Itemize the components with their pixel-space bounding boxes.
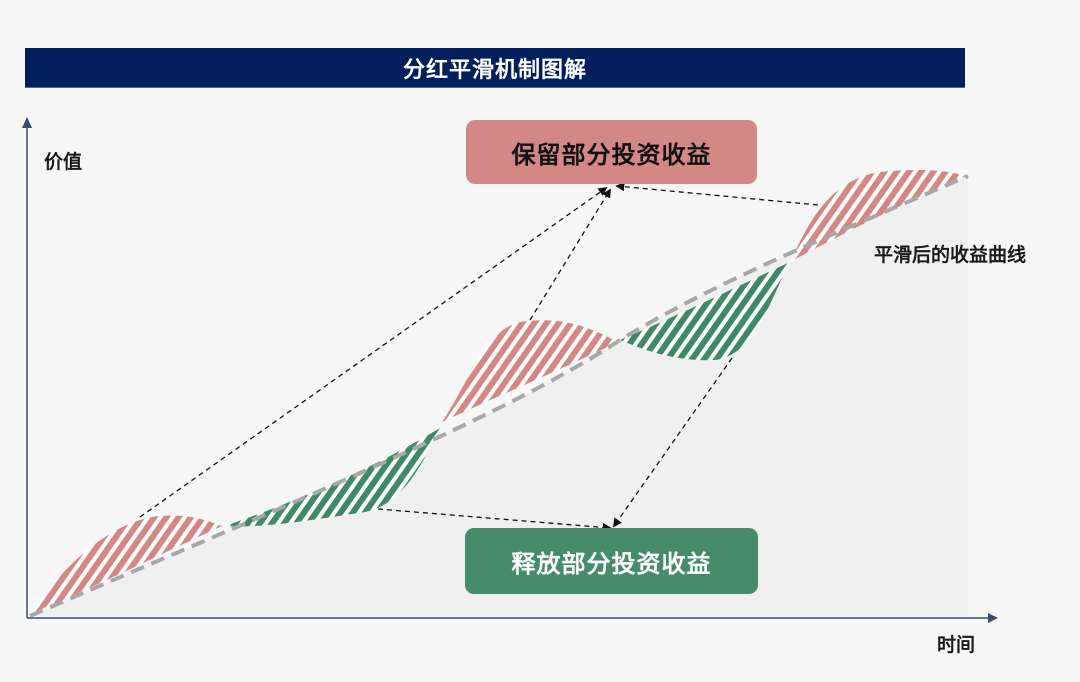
smoothed-return-curve: [29, 174, 969, 618]
release-returns-label: 释放部分投资收益: [511, 549, 712, 578]
retain-region-1: [30, 515, 222, 614]
y-axis-arrow-icon: [22, 117, 32, 128]
retain-returns-label: 保留部分投资收益: [511, 140, 712, 169]
release-region-2: [620, 262, 790, 361]
arrow-release-from-region-1: [377, 508, 612, 532]
smoothed-curve-label: 平滑后的收益曲线: [874, 244, 1027, 266]
arrow-release-from-region-2: [612, 357, 733, 528]
area-under-smoothed-curve: [30, 176, 968, 616]
release-region-1: [225, 428, 440, 527]
release-returns-box: 释放部分投资收益: [465, 528, 758, 594]
arrow-retain-from-region-3: [615, 182, 819, 206]
x-axis-label: 时间: [937, 634, 976, 656]
retain-returns-box: 保留部分投资收益: [466, 120, 757, 184]
title-bar: 分红平滑机制图解: [25, 48, 965, 88]
y-axis-label: 价值: [44, 151, 83, 173]
diagram-title: 分红平滑机制图解: [402, 57, 587, 83]
retain-region-3: [790, 169, 966, 262]
x-axis-arrow-icon: [988, 613, 998, 623]
retain-region-2: [442, 320, 618, 422]
arrow-retain-from-region-2: [529, 188, 611, 321]
